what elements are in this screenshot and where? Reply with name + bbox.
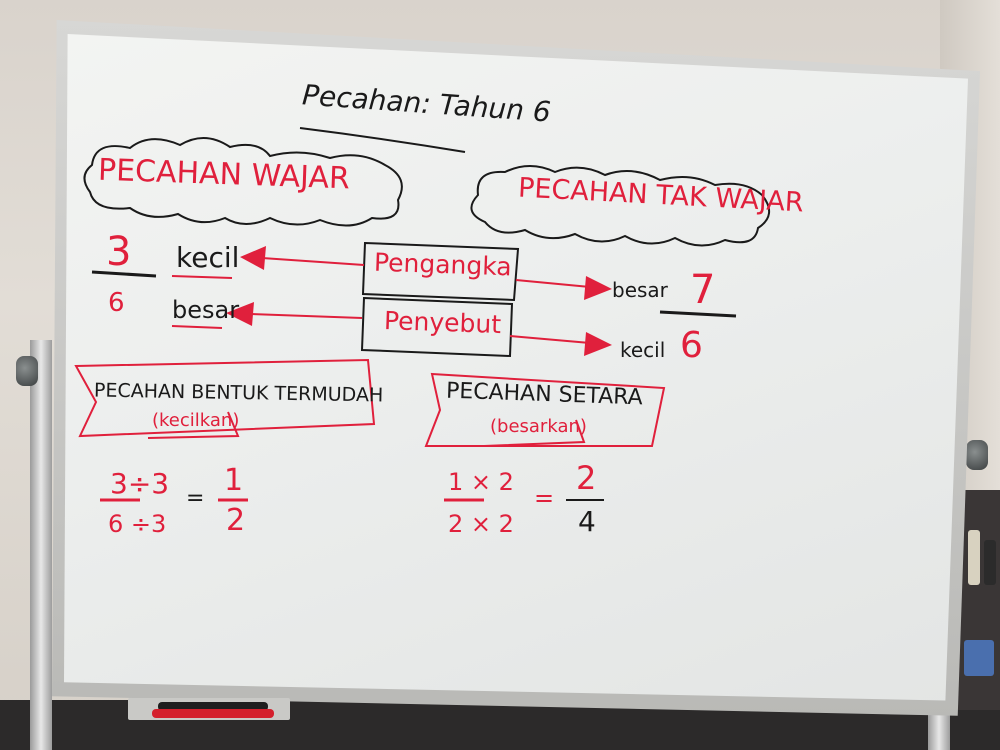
cloud-proper-fraction xyxy=(83,137,403,227)
arrowhead xyxy=(584,276,612,300)
banner-tab xyxy=(483,419,586,447)
word-besar-right: besar xyxy=(612,278,668,302)
box-penyebut xyxy=(360,296,514,358)
red-marker[interactable] xyxy=(152,709,274,718)
equivalent-equals: = xyxy=(534,484,555,512)
equivalent-lhs-numerator: 1 × 2 xyxy=(448,468,514,496)
arrowhead xyxy=(584,332,612,356)
underline-besar xyxy=(171,325,223,329)
label-penyebut: Penyebut xyxy=(383,305,502,340)
simplest-lhs-denominator: 6 ÷3 xyxy=(108,510,167,538)
heading-proper-fraction: PECAHAN WAJAR xyxy=(97,152,351,197)
whiteboard-surface xyxy=(64,34,968,701)
arrow-to-besar-right xyxy=(515,279,591,288)
equivalent-rhs-denominator: 4 xyxy=(578,505,596,538)
marker-tray xyxy=(128,698,290,720)
underline-kecil xyxy=(171,275,233,279)
banner-tab xyxy=(147,411,240,439)
arrowhead xyxy=(240,246,266,270)
banner-equivalent xyxy=(424,372,666,447)
simplest-lhs-numerator: 3÷3 xyxy=(110,467,170,500)
bottle xyxy=(968,530,980,585)
banner-simplest-form xyxy=(74,358,376,438)
improper-numerator: 7 xyxy=(690,267,716,313)
fraction-bar-7-6 xyxy=(659,310,737,318)
proper-numerator: 3 xyxy=(106,229,132,275)
stand-knob-right xyxy=(966,440,988,470)
simplest-equals: = xyxy=(186,486,205,511)
fraction-bar-3-6 xyxy=(91,270,157,278)
stand-leg-left xyxy=(30,340,52,750)
word-kecil-right: kecil xyxy=(620,338,666,362)
subheading-besarkan: (besarkan) xyxy=(490,416,587,437)
title-underline xyxy=(299,127,466,153)
arrow-to-kecil-right xyxy=(509,335,591,344)
stand-knob-left xyxy=(16,356,38,386)
word-besar: besar xyxy=(172,296,240,324)
improper-denominator: 6 xyxy=(680,325,703,366)
bottle xyxy=(984,540,996,585)
equivalent-lhs-denominator: 2 × 2 xyxy=(448,510,514,538)
simplest-rhs-denominator: 2 xyxy=(226,503,246,538)
black-marker[interactable] xyxy=(158,702,268,711)
heading-simplest-form: PECAHAN BENTUK TERMUDAH xyxy=(93,379,384,407)
box-pengangka xyxy=(361,241,520,302)
equivalent-rhs-numerator: 2 xyxy=(576,459,597,497)
arrow-to-kecil xyxy=(261,257,365,266)
word-kecil: kecil xyxy=(176,241,240,274)
arrowhead xyxy=(226,302,254,326)
arrow-to-besar xyxy=(249,313,363,319)
simplest-rhs-numerator: 1 xyxy=(224,463,244,498)
proper-denominator: 6 xyxy=(108,288,125,318)
label-pengangka: Pengangka xyxy=(373,247,513,282)
subheading-kecilkan: (kecilkan) xyxy=(152,410,240,431)
box xyxy=(964,640,994,676)
cloud-improper-fraction xyxy=(470,165,770,247)
